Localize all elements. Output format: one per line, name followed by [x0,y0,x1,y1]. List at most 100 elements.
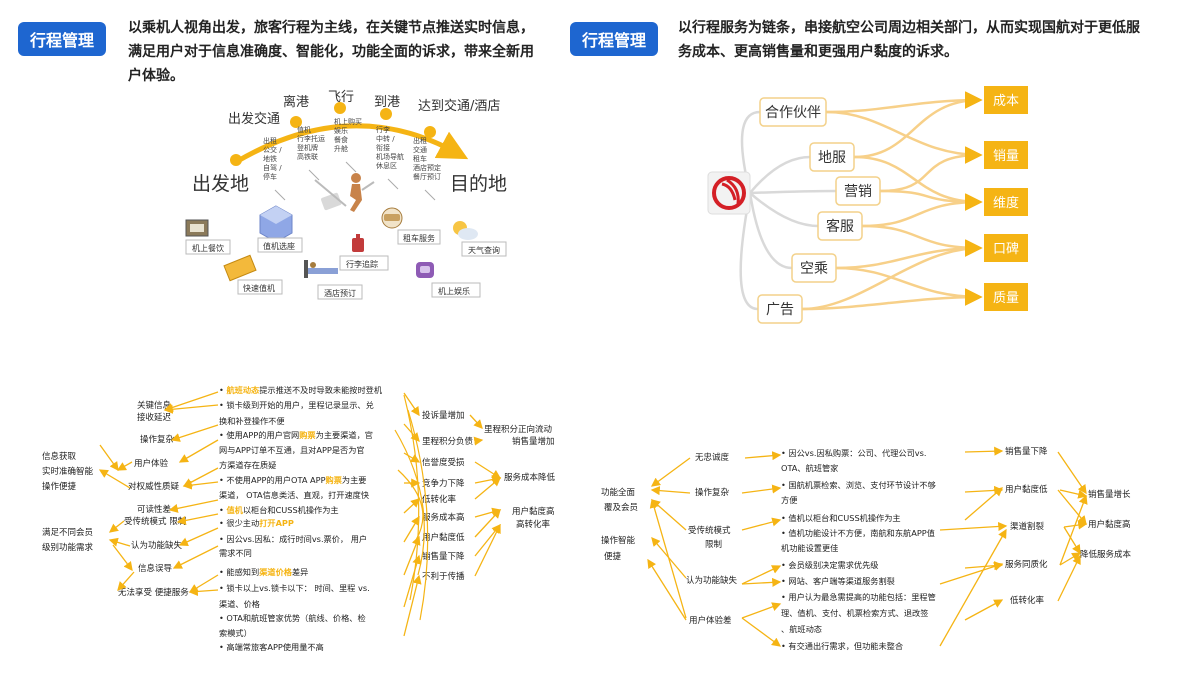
left-intro-text: 以乘机人视角出发，旅客行程为主线，在关键节点推送实时信息，满足用户对于信息准确度… [128,20,534,84]
svg-text:租车服务: 租车服务 [403,233,435,243]
goal-label: 口碑 [993,241,1019,257]
connector-arrow [163,404,219,414]
connector-arrow [182,467,219,487]
connector-arrow [741,602,782,619]
partner-node [759,97,827,127]
cause-detail: • 锁卡以上vs.锁卡以下： 时间、里程 vs. [219,583,370,593]
connector-arrow [1059,494,1088,566]
cause-detail: • OTA和航班管家优势（航线、价格、检 [219,613,366,623]
effect-node: 用户黏度低 [1005,484,1048,495]
stage-detail-text: 高铁联 [297,152,318,161]
stage-detail-text: 停车 [263,172,277,181]
cause-node: 对权威性质疑 [128,481,180,492]
effect-node: 销售量下降 [1005,446,1048,457]
detail-pointer [345,161,357,173]
effect-node: 销售量下降 [422,551,465,562]
connector-arrow [651,499,687,531]
cause-node: 满足不同会员 [42,527,93,538]
cause-node: 关键信息 [137,400,172,411]
cause-detail: 方渠道存在质疑 [219,460,276,470]
traveller-icon [314,173,375,212]
stage-detail-text: 租车 [413,154,427,163]
stage-label: 出发交通 [228,111,280,127]
goal-link [835,266,983,306]
connector-arrow [117,571,135,591]
stage-detail-text: 机场导航 [376,152,404,161]
right-section-badge: 行程管理 [570,22,658,56]
goal-link [853,91,983,159]
goal-link [879,146,983,193]
cause-detail: • 国航机票检索、浏览、支付环节设计不够 [781,480,936,490]
partner-label: 营销 [844,184,872,200]
cause-detail: • 值机以柜台和CUSS机操作为主 [781,513,901,523]
connector-arrow [647,558,687,621]
cause-node: 认为功能缺失 [131,540,183,551]
stage-dot [334,102,346,114]
connector-arrow [474,509,501,538]
airline-logo [707,171,751,215]
connector-arrow [1057,554,1081,602]
detail-pointer [274,189,286,201]
effect-node: 低转化率 [422,494,457,505]
connector-arrow [741,577,782,587]
stage-detail-text: 休息区 [376,161,397,170]
origin-label: 出发地 [192,173,249,195]
cause-detail: 换和补登操作不便 [219,416,285,426]
cause-detail: 渠道， OTA信息类活、直观，打开速度快 [219,490,369,500]
cause-node: 操作智能 [601,535,636,546]
partner-link [749,192,819,228]
connector-arrow [469,414,483,429]
connector-arc [407,409,429,621]
outcome-node: 服务成本降低 [504,472,556,483]
goal-node [984,188,1028,216]
connector-arrow [741,484,782,494]
cause-detail: 需求不同 [219,548,252,558]
connector-arrow [474,523,501,577]
goal-link [861,224,983,257]
detail-pointer [424,189,436,201]
connector-arrow [108,537,131,547]
cause-detail: • 用户认为最急需提高的功能包括：里程管 [781,592,936,602]
cause-detail: OTA、航班管家 [781,463,838,473]
svg-text:值机选座: 值机选座 [263,241,295,251]
stage-label: 到港 [374,95,400,110]
partner-link [739,192,759,311]
connector-arrow [403,498,420,514]
connector-arrow [741,565,782,585]
svg-text:行李追踪: 行李追踪 [346,259,378,269]
stage-dot [290,116,302,128]
stage-label: 飞行 [328,90,354,105]
weather-icon: 天气查询 [453,221,507,257]
left-section-badge: 行程管理 [18,22,106,56]
connector-arrow [1059,489,1088,499]
connector-arrow [473,436,484,446]
cause-node: 无忠诚度 [695,452,730,463]
connector-arrow [964,599,1004,621]
entertainment-icon: 机上娱乐 [416,262,481,298]
connector-arrow [741,617,782,647]
connector-arrow [741,517,782,531]
connector-arrow [964,485,1004,495]
connector-arrow [168,499,219,513]
connector-arrow [176,513,219,525]
partner-link [749,155,811,194]
partner-label: 合作伙伴 [765,105,821,121]
cause-node: 便捷 [604,551,622,562]
effect-node: 服务同质化 [1005,559,1048,570]
stage-label: 离港 [283,94,309,110]
outcome-node: 销售量增加 [512,436,555,447]
stage-label: 达到交通/酒店 [418,98,500,114]
goal-label: 维度 [993,195,1019,211]
cause-detail: 机功能设置更佳 [781,543,838,553]
svg-text:机上餐饮: 机上餐饮 [192,243,224,253]
cause-detail: • 不使用APP的用户OTA APP购票为主要 [219,475,367,485]
cause-node: 用户体验差 [689,615,732,626]
partner-node [757,294,803,324]
stage-detail-text: 餐食 [334,135,348,144]
connector-arrow [939,562,1004,585]
stage-dot [230,154,242,166]
cause-detail: 理、值机、支付、机票检索方式、退改签 [781,608,928,618]
effect-node: 里程积分负债 [422,436,474,447]
cause-detail: • 因公vs.因私：成行时间vs.票价， 用户 [219,534,367,544]
